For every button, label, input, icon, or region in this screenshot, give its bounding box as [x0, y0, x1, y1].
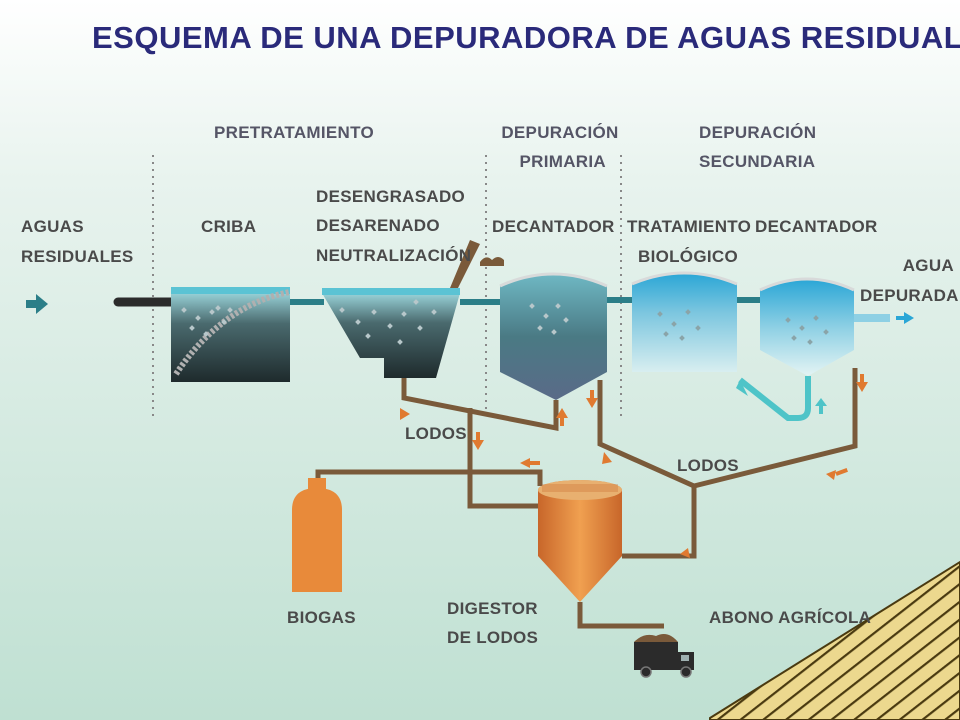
label-residuales: RESIDUALES [21, 247, 134, 266]
recirculation-arrow-up [815, 398, 827, 414]
label-decantador-secundario: DECANTADOR [755, 217, 878, 236]
decantador-primario-tank [499, 272, 608, 400]
label-depurada: DEPURADA [860, 286, 959, 305]
criba-tank [171, 287, 291, 382]
label-abono-agricola: ABONO AGRÍCOLA [709, 608, 872, 627]
section-secundaria-line2: SECUNDARIA [699, 152, 816, 171]
outlet-arrow [896, 312, 914, 324]
biogas-tank [292, 478, 342, 592]
label-de-lodos: DE LODOS [447, 628, 539, 647]
tratamiento-biologico-tank [631, 271, 738, 372]
flow-arrows [400, 374, 868, 558]
label-biologico: BIOLÓGICO [638, 247, 738, 266]
label-desarenado: DESARENADO [316, 216, 440, 235]
recirculation-arrow-left [736, 380, 748, 396]
inlet-arrow [26, 294, 48, 314]
truck-icon [634, 634, 694, 678]
label-aguas: AGUAS [21, 217, 84, 236]
section-primaria-line2: PRIMARIA [519, 152, 606, 171]
recirculation-pipe [738, 376, 811, 421]
label-tratamiento: TRATAMIENTO [627, 217, 752, 236]
section-secundaria-line1: DEPURACIÓN [699, 123, 817, 142]
label-neutralizacion: NEUTRALIZACIÓN [316, 246, 472, 265]
digester-tank [538, 480, 622, 602]
desengrasado-tank [322, 240, 504, 378]
label-criba: CRIBA [201, 217, 257, 236]
decantador-secundario-tank [759, 277, 855, 376]
label-desengrasado: DESENGRASADO [316, 187, 466, 206]
outlet-pipe [854, 314, 890, 322]
label-lodos-2: LODOS [677, 456, 739, 475]
farm-field [709, 560, 960, 720]
label-lodos-1: LODOS [405, 424, 467, 443]
label-decantador-primario: DECANTADOR [492, 217, 615, 236]
label-biogas: BIOGAS [287, 608, 356, 627]
diagram-title: ESQUEMA DE UNA DEPURADORA DE AGUAS RESID… [92, 20, 960, 55]
label-digestor: DIGESTOR [447, 599, 538, 618]
label-agua: AGUA [902, 256, 954, 275]
section-pretratamiento: PRETRATAMIENTO [214, 123, 375, 142]
section-primaria-line1: DEPURACIÓN [501, 123, 619, 142]
